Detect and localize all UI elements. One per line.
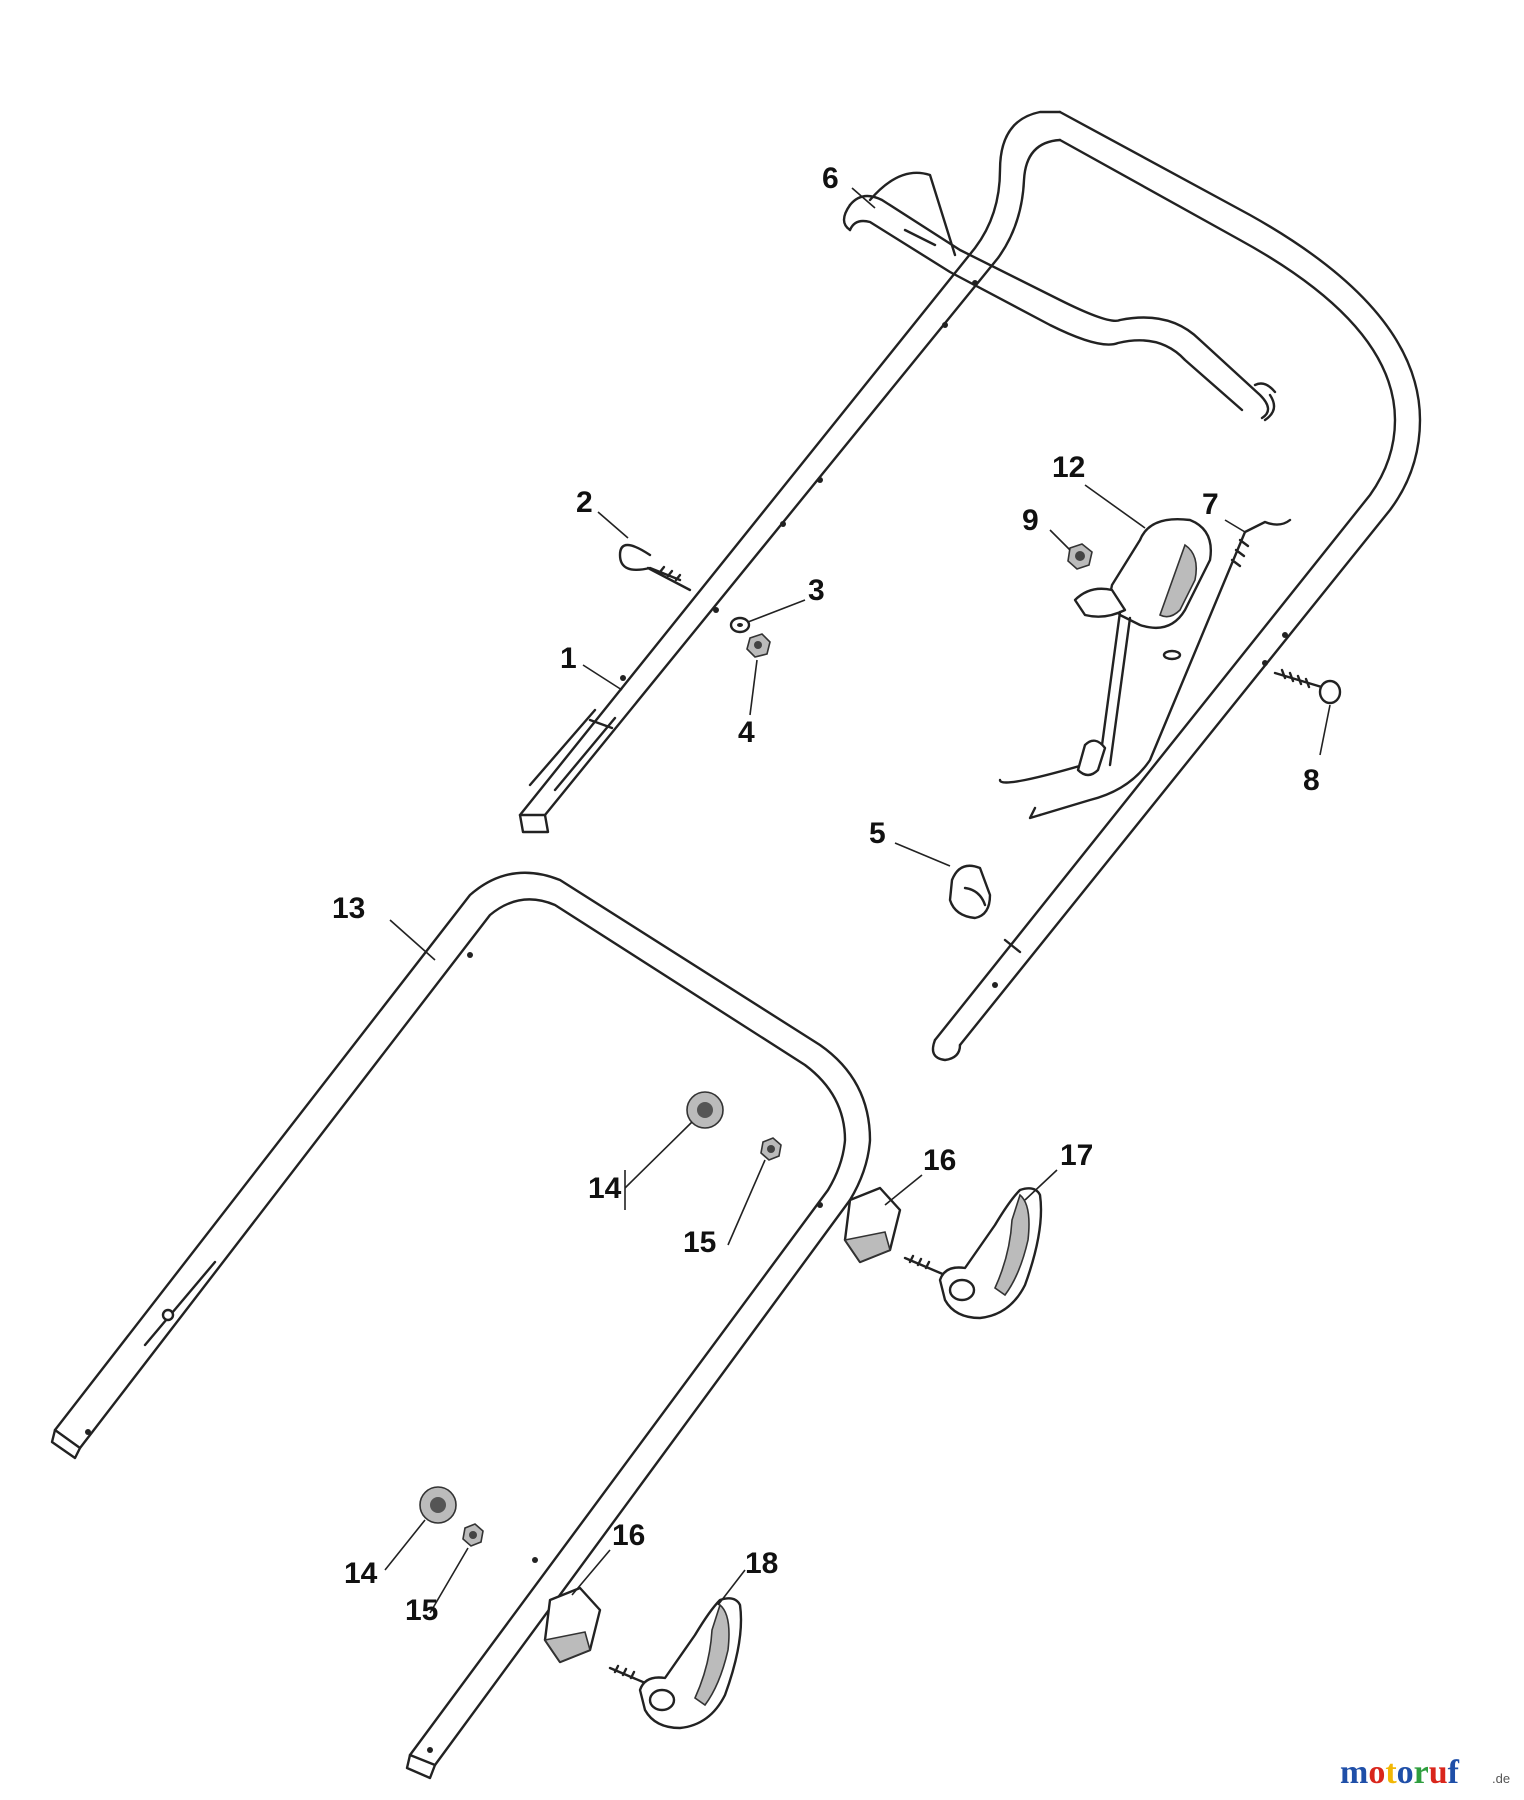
callout-15-lower: 15 bbox=[405, 1594, 438, 1627]
callout-7: 7 bbox=[1202, 488, 1219, 521]
callout-15-upper: 15 bbox=[683, 1226, 716, 1259]
hook-bolt bbox=[618, 543, 692, 592]
upper-handle bbox=[518, 110, 1422, 1062]
bolt-8 bbox=[1273, 668, 1342, 705]
nut-4 bbox=[746, 633, 771, 658]
callout-6: 6 bbox=[822, 162, 839, 195]
spacer-16-lower bbox=[543, 1586, 602, 1664]
callout-4: 4 bbox=[738, 716, 755, 749]
callout-16-lower: 16 bbox=[612, 1519, 645, 1552]
callout-18: 18 bbox=[745, 1547, 778, 1580]
nut-15-upper bbox=[760, 1137, 782, 1161]
washer-14-upper bbox=[686, 1091, 724, 1129]
lower-handle bbox=[50, 871, 872, 1780]
callout-14-lower: 14 bbox=[344, 1557, 378, 1590]
knob-18 bbox=[608, 1597, 743, 1730]
callout-16-upper: 16 bbox=[923, 1144, 956, 1177]
washer-14-lower bbox=[419, 1486, 457, 1524]
motoruf-watermark: motoruf .de bbox=[1340, 1754, 1510, 1791]
washer bbox=[729, 616, 751, 634]
callout-3: 3 bbox=[808, 574, 825, 607]
knob-17 bbox=[903, 1187, 1043, 1320]
nut-15-lower bbox=[462, 1523, 484, 1547]
callout-12: 12 bbox=[1052, 451, 1085, 484]
callout-5: 5 bbox=[869, 817, 886, 850]
throttle-lever bbox=[998, 518, 1212, 784]
callout-8: 8 bbox=[1303, 764, 1320, 797]
callout-9: 9 bbox=[1022, 504, 1039, 537]
callout-13: 13 bbox=[332, 892, 365, 925]
cable bbox=[1028, 518, 1292, 820]
callout-1: 1 bbox=[560, 642, 577, 675]
watermark-logo: motoruf bbox=[1340, 1754, 1460, 1791]
callout-14-upper: 14 bbox=[588, 1172, 622, 1205]
callout-labels: 1 2 3 4 5 6 7 8 9 12 13 14 14 15 15 16 1… bbox=[332, 162, 1320, 1627]
cable-clip bbox=[948, 864, 992, 920]
spacer-16-upper bbox=[843, 1186, 902, 1264]
watermark-suffix: .de bbox=[1492, 1771, 1510, 1786]
callout-2: 2 bbox=[576, 486, 593, 519]
leader-lines bbox=[384, 187, 1331, 1614]
bail-bar bbox=[842, 171, 1277, 422]
nut-9 bbox=[1067, 543, 1093, 570]
callout-17: 17 bbox=[1060, 1139, 1093, 1172]
